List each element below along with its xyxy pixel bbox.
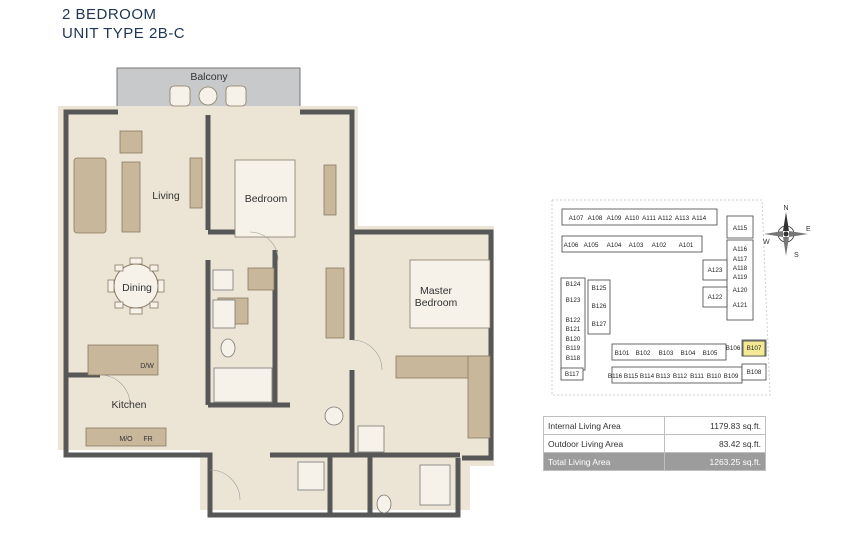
unit-A108: A108: [588, 215, 603, 222]
unit-B106: B106: [726, 345, 741, 352]
unit-B101: B101: [615, 350, 630, 357]
site-key-plan: A107 A108 A109 A110 A111 A112 A113 A114 …: [551, 199, 771, 396]
unit-B123: B123: [566, 297, 581, 304]
unit-A121: A121: [733, 302, 748, 309]
unit-A110: A110: [625, 215, 640, 222]
unit-B116: B116: [608, 373, 623, 380]
plan-title-bedrooms: 2 BEDROOM: [62, 6, 157, 23]
area-row-total: Total Living Area 1263.25 sq.ft.: [543, 452, 766, 471]
unit-A106: A106: [564, 242, 579, 249]
bed-bedroom: [234, 159, 296, 238]
unit-B113: B113: [656, 373, 671, 380]
unit-B109: B109: [724, 373, 739, 380]
master-bedroom-label-2: Bedroom: [415, 297, 458, 309]
bath-fixtures: [212, 269, 451, 514]
bed-master: [409, 259, 491, 329]
unit-B122: B122: [566, 317, 581, 324]
unit-A118: A118: [733, 265, 748, 272]
fridge-label: FR: [143, 436, 152, 443]
unit-B104: B104: [681, 350, 696, 357]
unit-A117: A117: [733, 256, 748, 263]
unit-B110: B110: [707, 373, 722, 380]
unit-B112: B112: [673, 373, 688, 380]
unit-B126: B126: [592, 303, 607, 310]
dining-set: [107, 257, 165, 315]
unit-B118: B118: [566, 355, 581, 362]
unit-A107: A107: [569, 215, 584, 222]
unit-A115: A115: [733, 225, 748, 232]
balcony-furniture: [169, 85, 247, 107]
area-value: 1263.25 sq.ft.: [664, 452, 766, 471]
area-label: Outdoor Living Area: [543, 434, 665, 453]
dishwasher-label: D/W: [140, 363, 154, 370]
door-swings: [99, 231, 383, 501]
area-label: Total Living Area: [543, 452, 665, 471]
unit-A120: A120: [733, 287, 748, 294]
unit-B119: B119: [566, 345, 581, 352]
unit-B115: B115: [624, 373, 639, 380]
unit-A102: A102: [652, 242, 667, 249]
unit-B102: B102: [636, 350, 651, 357]
balcony-label: Balcony: [190, 71, 228, 83]
area-value: 1179.83 sq.ft.: [664, 416, 766, 435]
unit-A111: A111: [642, 215, 656, 222]
unit-B120: B120: [566, 336, 581, 343]
unit-B117: B117: [565, 371, 580, 378]
compass-s: S: [794, 252, 799, 259]
area-row-internal: Internal Living Area 1179.83 sq.ft.: [543, 416, 766, 435]
unit-A113: A113: [675, 215, 690, 222]
unit-A116: A116: [733, 246, 748, 253]
unit-A122: A122: [708, 294, 723, 301]
compass-rose-icon: [764, 212, 808, 256]
unit-A104: A104: [607, 242, 622, 249]
unit-B108: B108: [747, 369, 762, 376]
microwave-label: M/O: [119, 436, 133, 443]
unit-B114: B114: [640, 373, 655, 380]
unit-B111: B111: [690, 373, 704, 380]
compass-w: W: [763, 239, 770, 246]
highlighted-unit: [742, 340, 766, 357]
unit-B127: B127: [592, 321, 607, 328]
living-label: Living: [152, 190, 180, 202]
dining-label: Dining: [122, 282, 152, 294]
floor-plan: Balcony Living Bedroom Dining Master Bed…: [58, 67, 494, 518]
unit-B121: B121: [566, 326, 581, 333]
unit-A114: A114: [692, 215, 707, 222]
walls: [63, 109, 494, 518]
unit-A103: A103: [629, 242, 644, 249]
area-label: Internal Living Area: [543, 416, 665, 435]
unit-A105: A105: [584, 242, 599, 249]
unit-B105: B105: [703, 350, 718, 357]
unit-B103: B103: [659, 350, 674, 357]
unit-A112: A112: [658, 215, 673, 222]
unit-A119: A119: [733, 274, 748, 281]
unit-B124: B124: [566, 281, 581, 288]
kitchen-label: Kitchen: [111, 399, 146, 411]
area-table: Internal Living Area 1179.83 sq.ft. Outd…: [543, 416, 766, 471]
compass-n: N: [783, 205, 788, 212]
bedroom-label: Bedroom: [245, 193, 288, 205]
unit-A123: A123: [708, 267, 723, 274]
compass-e: E: [806, 226, 811, 233]
unit-B125: B125: [592, 285, 607, 292]
unit-A109: A109: [607, 215, 622, 222]
master-bedroom-label-1: Master: [420, 285, 453, 297]
unit-A101: A101: [679, 242, 694, 249]
unit-B107: B107: [747, 345, 762, 352]
area-row-outdoor: Outdoor Living Area 83.42 sq.ft.: [543, 434, 766, 453]
plan-title-unit-type: UNIT TYPE 2B-C: [62, 25, 186, 42]
area-value: 83.42 sq.ft.: [664, 434, 766, 453]
